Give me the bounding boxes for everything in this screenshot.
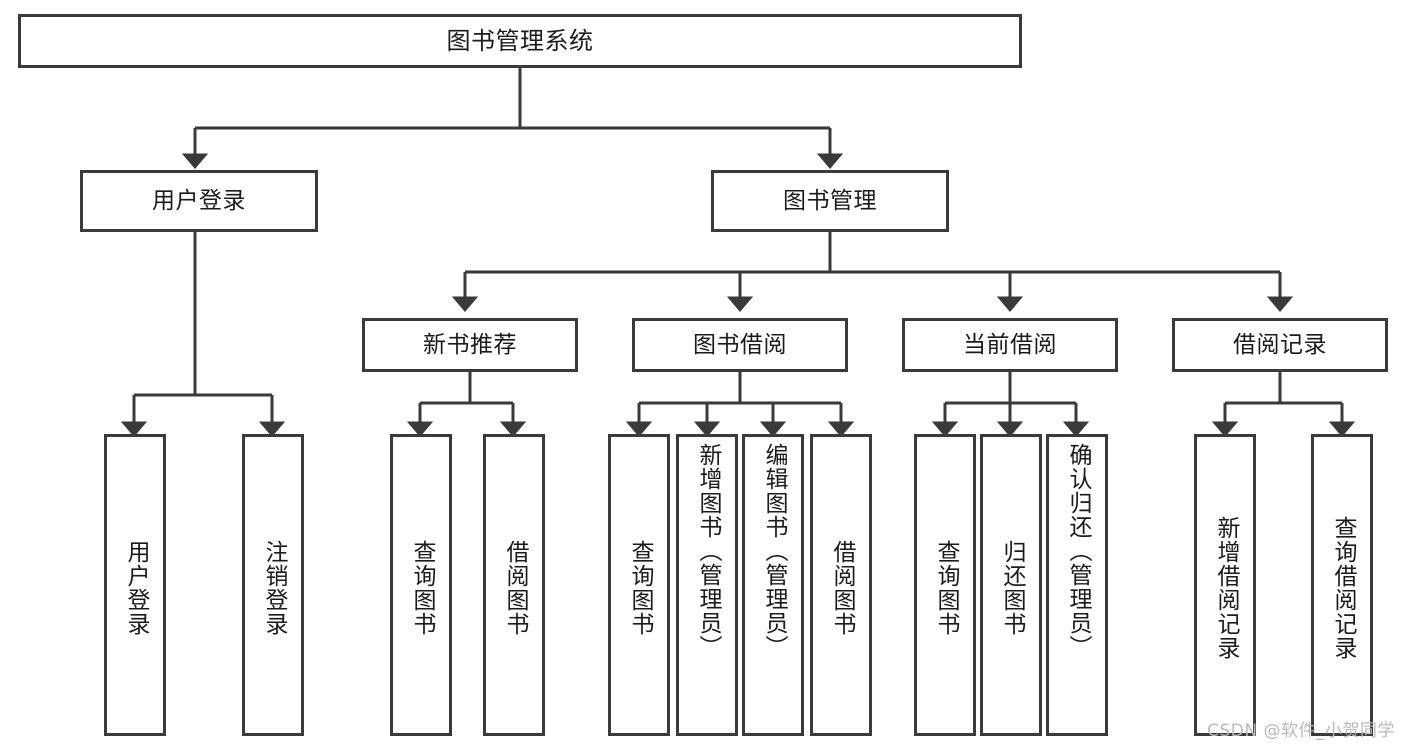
node-label: 图书管理系统 — [446, 27, 594, 55]
leaf-label: 查询图书 — [408, 540, 435, 636]
node-label: 用户登录 — [152, 187, 246, 214]
leaf-label: 确认归还（管理员） — [1064, 443, 1091, 659]
leaf-label: 编辑图书（管理员） — [760, 443, 787, 659]
leaf-new-book-query-book[interactable]: 查询图书 — [390, 434, 452, 736]
node-label: 新书推荐 — [423, 331, 517, 358]
leaf-label: 新增图书（管理员） — [694, 443, 721, 659]
leaf-book-borrow-edit-book-admin[interactable]: 编辑图书（管理员） — [742, 434, 804, 736]
node-root-book-management-system[interactable]: 图书管理系统 — [18, 14, 1022, 68]
leaf-label: 查询图书 — [626, 540, 653, 636]
leaf-borrow-record-query-record[interactable]: 查询借阅记录 — [1311, 434, 1373, 736]
leaf-current-borrow-return-book[interactable]: 归还图书 — [980, 434, 1042, 736]
node-label: 当前借阅 — [963, 331, 1057, 358]
csdn-watermark: CSDN @软件_小贺同学 — [1207, 721, 1395, 741]
node-label: 图书管理 — [783, 187, 877, 214]
leaf-current-borrow-query-book[interactable]: 查询图书 — [914, 434, 976, 736]
node-label: 图书借阅 — [693, 331, 787, 358]
node-new-book-recommend[interactable]: 新书推荐 — [362, 318, 578, 372]
leaf-label: 用户登录 — [122, 540, 149, 636]
leaf-label: 借阅图书 — [501, 540, 528, 636]
leaf-label: 新增借阅记录 — [1212, 516, 1239, 660]
leaf-label: 借阅图书 — [828, 540, 855, 636]
leaf-book-borrow-query-book[interactable]: 查询图书 — [608, 434, 670, 736]
node-book-management[interactable]: 图书管理 — [711, 170, 949, 232]
leaf-label: 查询图书 — [932, 540, 959, 636]
node-borrow-record[interactable]: 借阅记录 — [1172, 318, 1388, 372]
leaf-borrow-record-add-record[interactable]: 新增借阅记录 — [1194, 434, 1256, 736]
node-user-login[interactable]: 用户登录 — [80, 170, 318, 232]
leaf-user-login-login[interactable]: 用户登录 — [104, 434, 166, 736]
leaf-label: 归还图书 — [998, 540, 1025, 636]
node-current-borrow[interactable]: 当前借阅 — [902, 318, 1118, 372]
node-label: 借阅记录 — [1233, 331, 1327, 358]
node-book-borrow[interactable]: 图书借阅 — [632, 318, 848, 372]
leaf-user-login-logout[interactable]: 注销登录 — [242, 434, 304, 736]
leaf-label: 注销登录 — [260, 540, 287, 636]
leaf-current-borrow-confirm-return-admin[interactable]: 确认归还（管理员） — [1046, 434, 1108, 736]
leaf-book-borrow-borrow-book[interactable]: 借阅图书 — [810, 434, 872, 736]
leaf-book-borrow-add-book-admin[interactable]: 新增图书（管理员） — [676, 434, 738, 736]
leaf-new-book-borrow-book[interactable]: 借阅图书 — [483, 434, 545, 736]
leaf-label: 查询借阅记录 — [1329, 516, 1356, 660]
